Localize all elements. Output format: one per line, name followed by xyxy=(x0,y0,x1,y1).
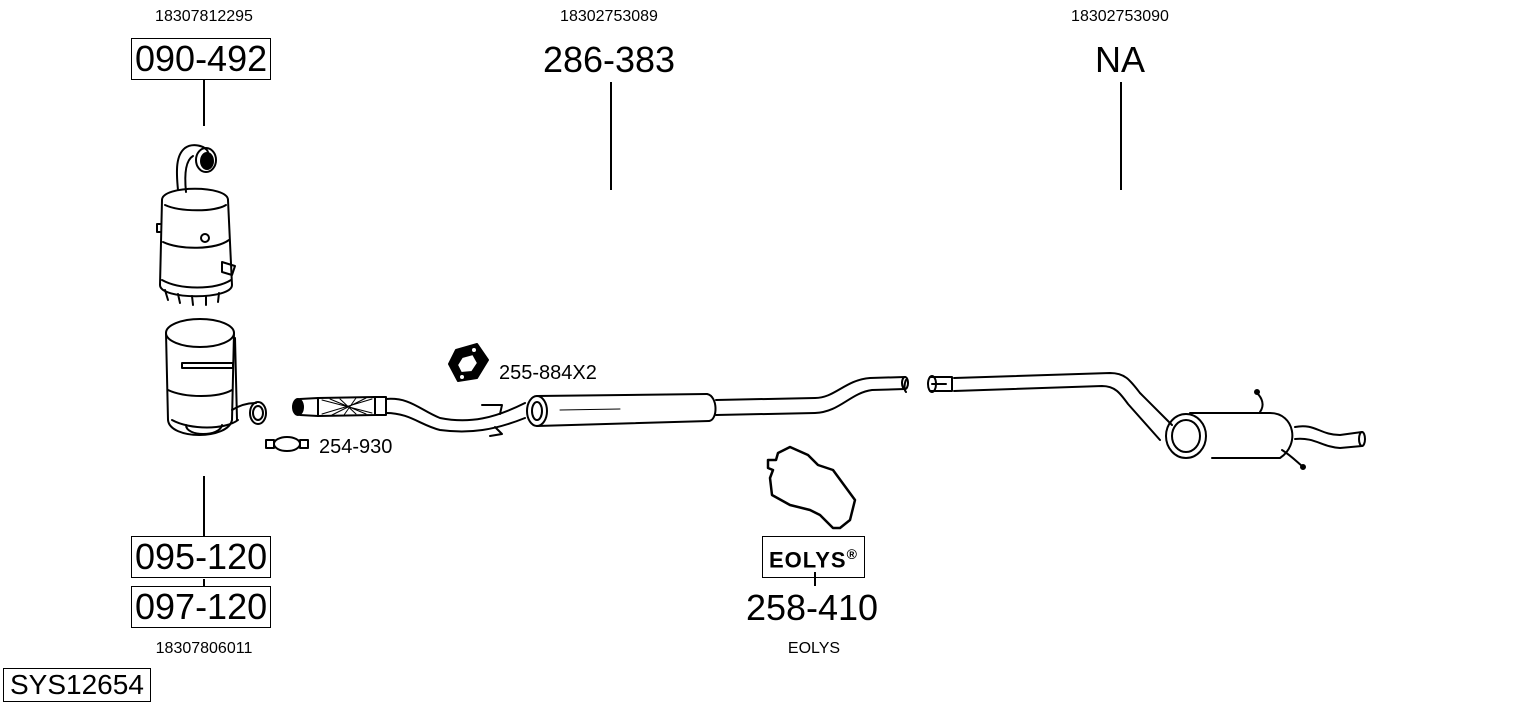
leader-line xyxy=(203,80,205,126)
part-number-286-383[interactable]: 286-383 xyxy=(542,39,676,80)
part-number-090-492[interactable]: 090-492 xyxy=(131,38,272,80)
part-number-097-120[interactable]: 097-120 xyxy=(131,586,272,628)
leader-line xyxy=(610,82,612,190)
eolys-brand-text: EOLYS xyxy=(769,547,847,573)
clamp-icon[interactable] xyxy=(265,436,309,452)
middle-silencer-icon[interactable] xyxy=(526,376,909,427)
rear-silencer-icon[interactable] xyxy=(903,372,1366,470)
leader-line xyxy=(203,476,205,536)
eolys-tank-icon[interactable] xyxy=(766,445,857,530)
accessory-label-255-884x2[interactable]: 255-884X2 xyxy=(499,362,597,384)
oem-number-286-383: 18302753089 xyxy=(560,8,658,25)
front-pipe-icon[interactable] xyxy=(292,396,526,437)
gasket-icon[interactable] xyxy=(448,343,489,382)
leader-line xyxy=(1120,82,1122,190)
eolys-brand-logo: EOLYS® xyxy=(762,536,865,579)
system-id-badge: SYS12654 xyxy=(3,668,151,702)
part-number-na[interactable]: NA xyxy=(1094,39,1145,80)
catalytic-converter-icon[interactable] xyxy=(165,318,267,436)
leader-line xyxy=(814,572,816,586)
oem-number-na: 18302753090 xyxy=(1071,8,1169,25)
part-number-095-120[interactable]: 095-120 xyxy=(131,536,272,578)
part-number-258-410[interactable]: 258-410 xyxy=(745,587,879,628)
oem-label-eolys: EOLYS xyxy=(787,640,841,657)
oem-number-097-120: 18307806011 xyxy=(155,640,253,657)
oem-number-090-492: 18307812295 xyxy=(155,8,253,25)
registered-mark: ® xyxy=(846,546,858,562)
leader-line xyxy=(203,579,205,587)
dpf-filter-icon[interactable] xyxy=(156,144,236,306)
accessory-label-254-930[interactable]: 254-930 xyxy=(319,436,393,458)
